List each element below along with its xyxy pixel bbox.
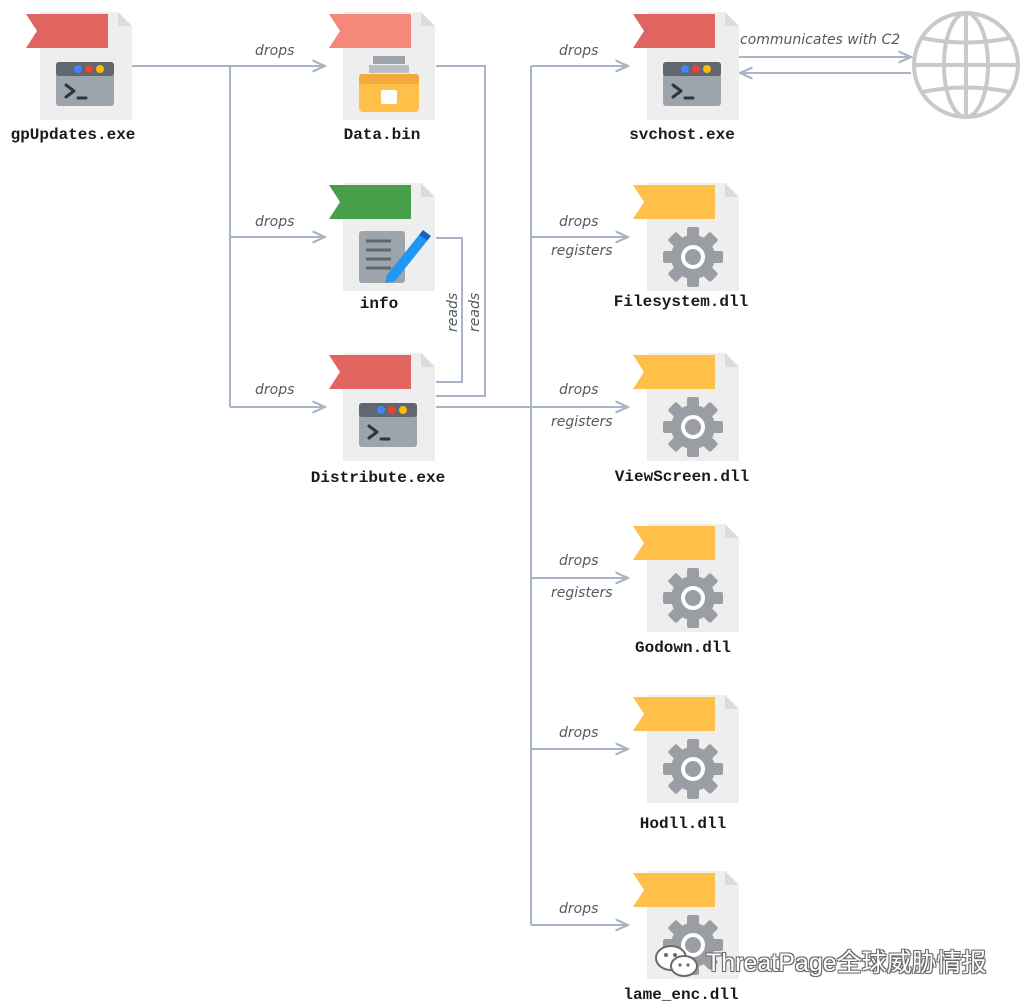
file-flag [633,185,715,219]
file-flag [329,355,411,389]
filename-distribute: Distribute.exe [310,469,446,487]
label-communicates-c2: communicates with C2 [740,32,901,48]
gpupdates-file-icon [26,12,132,120]
edge-reads-info [436,237,463,383]
viewscreen-file-icon [633,353,739,461]
file-flag [633,14,715,48]
file-flag [633,697,715,731]
gear-icon [663,397,723,457]
filename-databin: Data.bin [343,126,421,144]
file-flag [633,355,715,389]
file-flag [633,526,715,560]
label-drops-filesystem: drops [559,214,599,230]
terminal-icon [56,62,114,106]
svchost-file-icon [633,12,739,120]
terminal-icon [663,62,721,106]
info-file-icon [329,183,435,291]
edge-reads-databin [436,65,486,397]
label-reads-databin: reads [467,292,483,332]
label-drops-hodll: drops [559,725,599,741]
file-flag [329,185,411,219]
godown-file-icon [633,524,739,632]
label-drops-viewscreen: drops [559,382,599,398]
distribute-file-icon [329,353,435,461]
filename-godown: Godown.dll [634,639,732,657]
label-reads-info: reads [445,292,461,332]
file-flag [26,14,108,48]
edges [131,57,911,925]
terminal-icon [359,403,417,447]
label-drops-lameenc: drops [559,901,599,917]
file-flag [633,873,715,907]
hodll-file-icon [633,695,739,803]
label-registers-godown: registers [551,585,613,601]
label-drops-info: drops [255,214,295,230]
filename-svchost: svchost.exe [629,126,735,144]
gear-icon [663,568,723,628]
wechat-icon [655,945,698,977]
document-edit-icon [359,230,431,283]
watermark: ThreatPage全球威胁情报 [654,944,987,978]
gear-icon [663,739,723,799]
label-registers-filesystem: registers [551,243,613,259]
label-drops-distribute: drops [255,382,295,398]
filename-filesystem: Filesystem.dll [613,293,749,311]
archive-icon [359,56,419,112]
file-icons [26,12,739,979]
label-drops-svchost: drops [559,43,599,59]
watermark-text: ThreatPage全球威胁情报 [706,949,987,977]
filename-info: info [359,295,399,313]
filename-gpupdates: gpUpdates.exe [10,126,136,144]
filename-lameenc: lame_enc.dll [623,986,739,1004]
filename-viewscreen: ViewScreen.dll [614,468,750,486]
label-drops-databin: drops [255,43,295,59]
label-registers-viewscreen: registers [551,414,613,430]
databin-file-icon [329,12,435,120]
globe-icon [912,11,1020,119]
filename-hodll: Hodll.dll [639,815,727,833]
filesystem-file-icon [633,183,739,291]
gear-icon [663,227,723,287]
file-flag [329,14,411,48]
label-drops-godown: drops [559,553,599,569]
